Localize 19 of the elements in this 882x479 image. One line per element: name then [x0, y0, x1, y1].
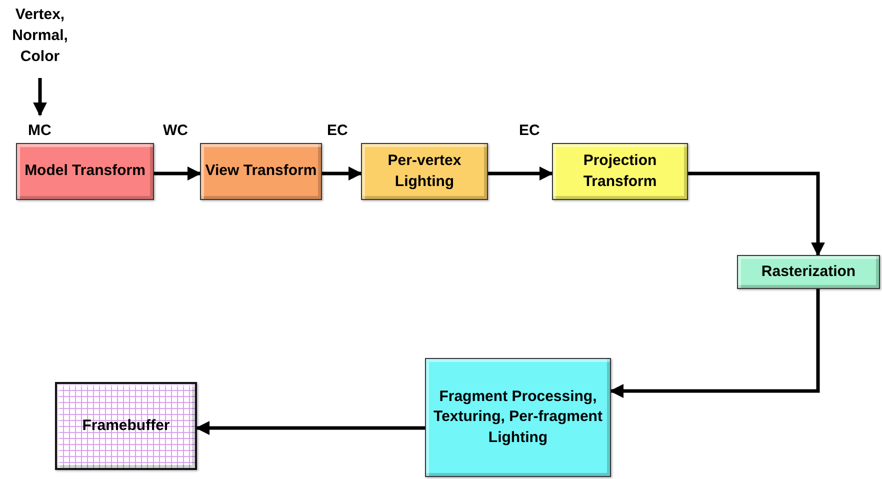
process-box: Model Transform [16, 143, 154, 200]
process-box: Fragment Processing, Texturing, Per-fragment Lighting [425, 358, 611, 477]
arrow [488, 166, 554, 180]
arrow [196, 421, 425, 435]
arrow [610, 289, 820, 398]
coordinate-label: MC [28, 122, 52, 139]
framebuffer-box: Framebuffer [55, 382, 197, 470]
coordinate-label: EC [519, 122, 540, 139]
input-text: Vertex, Normal, Color [0, 4, 80, 76]
process-box: Per-vertex Lighting [361, 143, 488, 200]
process-box: Rasterization [737, 255, 880, 289]
arrow [688, 172, 825, 256]
process-box: Projection Transform [552, 143, 688, 200]
process-box: View Transform [200, 143, 322, 200]
arrow [154, 166, 202, 180]
arrow [322, 166, 362, 180]
coordinate-label: WC [163, 122, 188, 139]
coordinate-label: EC [327, 122, 348, 139]
arrow [33, 78, 47, 116]
